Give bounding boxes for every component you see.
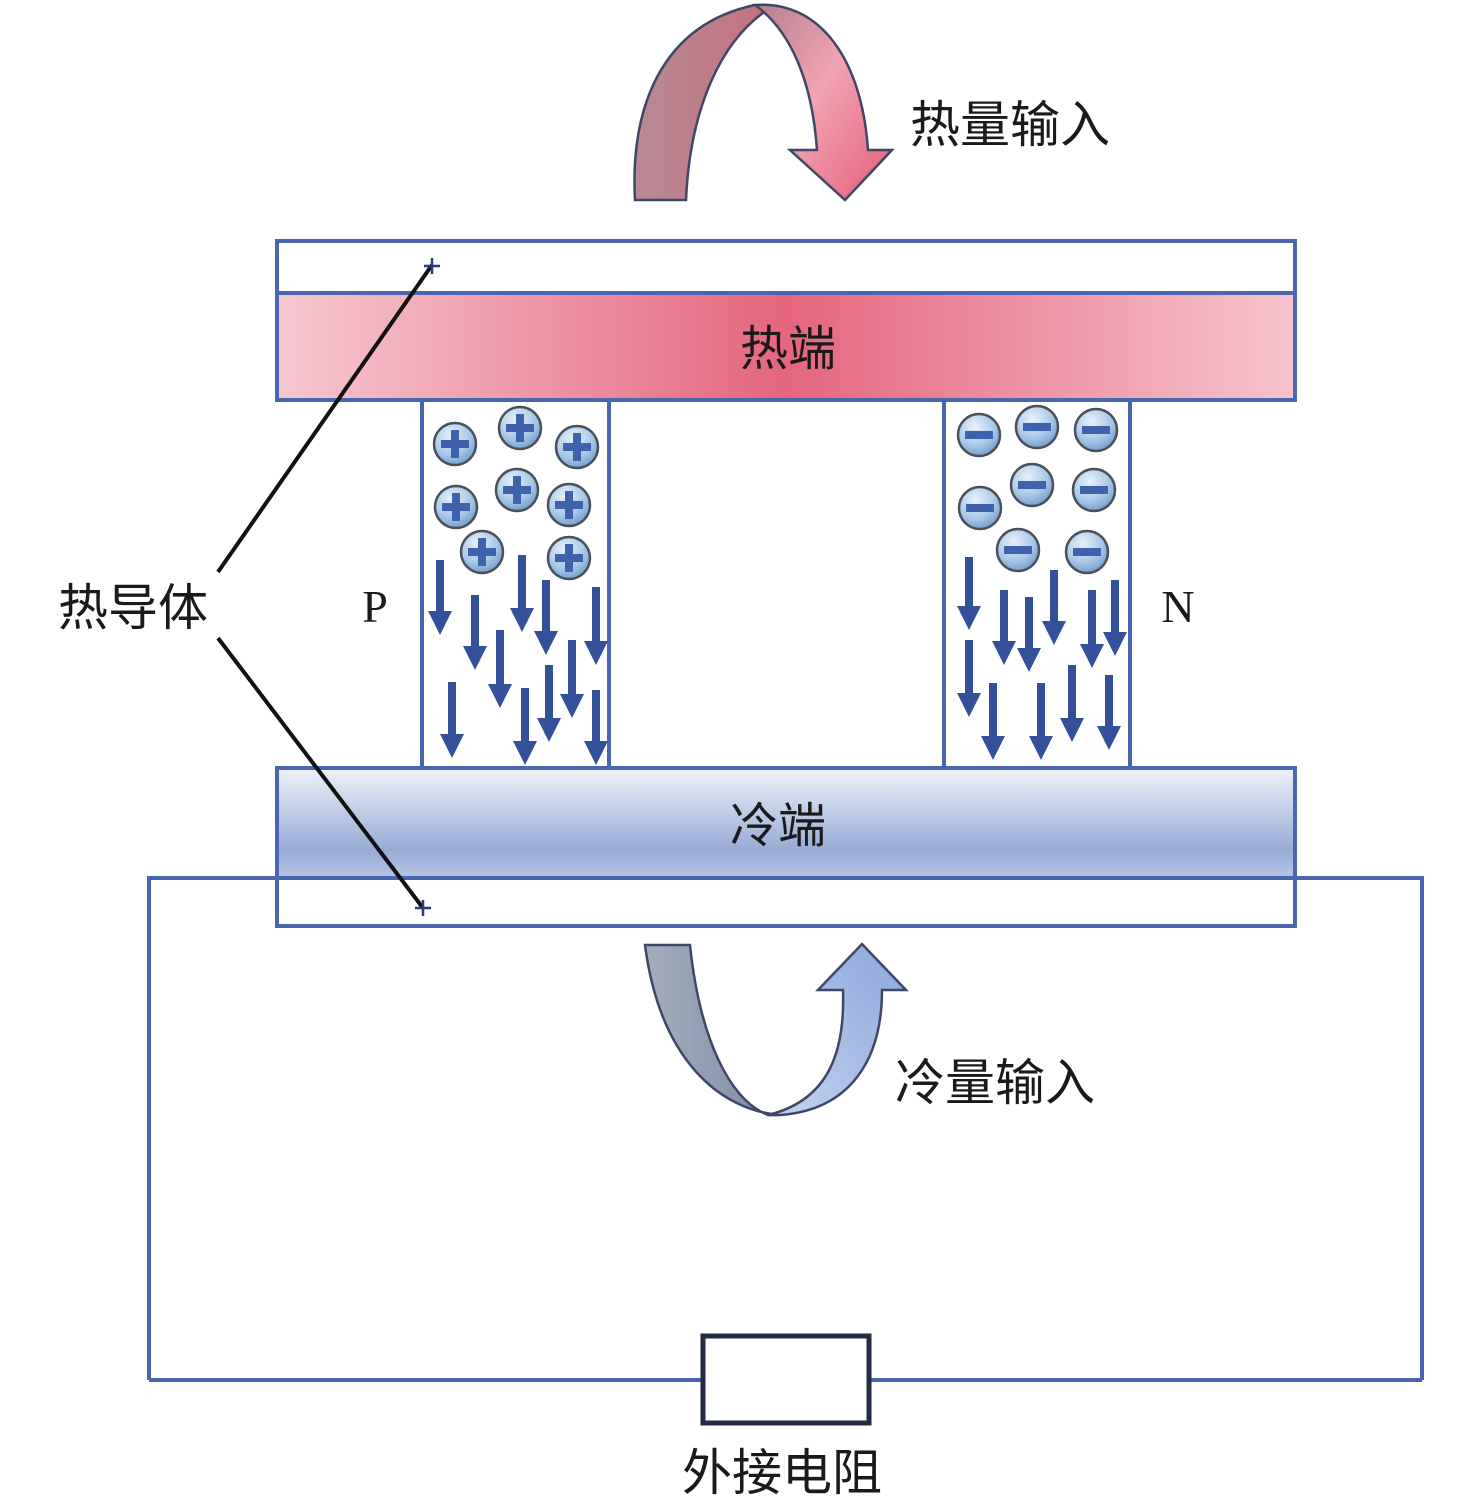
down-arrow-icon xyxy=(537,665,561,742)
down-arrow-icon xyxy=(1097,675,1121,750)
electron-carrier-icon xyxy=(957,485,1003,531)
down-arrow-icon xyxy=(584,587,608,665)
p-type-label: P xyxy=(362,581,388,632)
hot-side-plate xyxy=(275,291,1297,402)
hole-carrier-icon xyxy=(554,424,600,470)
electron-carrier-icon xyxy=(1071,467,1117,513)
electron-carrier-icon xyxy=(1073,407,1119,453)
hole-carrier-icon xyxy=(546,482,592,528)
cold-input-label: 冷量输入 xyxy=(895,1054,1095,1112)
external-resistor xyxy=(700,1333,872,1426)
cold-input-arrow-icon xyxy=(643,942,909,1117)
down-arrow-icon xyxy=(510,555,534,632)
hole-carrier-icon xyxy=(459,529,505,575)
hole-carrier-icon xyxy=(494,467,540,513)
electron-carrier-icon xyxy=(995,527,1041,573)
down-arrow-icon xyxy=(584,690,608,765)
p-leg-holes xyxy=(432,405,600,581)
down-arrow-icon xyxy=(992,590,1016,665)
n-type-label: N xyxy=(1161,581,1194,632)
down-arrow-icon xyxy=(488,630,512,708)
down-arrow-icon xyxy=(1029,683,1053,760)
down-arrow-icon xyxy=(1060,665,1084,742)
down-arrow-icon xyxy=(957,640,981,717)
external-resistor-label: 外接电阻 xyxy=(682,1444,882,1502)
electron-carrier-icon xyxy=(1009,462,1055,508)
down-arrow-icon xyxy=(513,688,537,765)
electron-carrier-icon xyxy=(1014,404,1060,450)
hot-side-label: 热端 xyxy=(740,321,836,377)
electron-carrier-icon xyxy=(1064,529,1110,575)
electron-carrier-icon xyxy=(956,412,1002,458)
down-arrow-icon xyxy=(534,580,558,655)
hole-carrier-icon xyxy=(433,484,479,530)
n-leg-electrons xyxy=(956,404,1119,575)
down-arrow-icon xyxy=(440,682,464,758)
heat-input-label: 热量输入 xyxy=(910,96,1110,154)
hole-carrier-icon xyxy=(546,535,592,581)
cold-side-plate xyxy=(275,766,1297,880)
external-circuit-wire xyxy=(147,876,1424,1380)
down-arrow-icon xyxy=(957,557,981,630)
down-arrow-icon xyxy=(1103,580,1127,656)
bottom-thermal-conductor-plate xyxy=(275,876,1297,928)
down-arrow-icon xyxy=(1017,597,1041,672)
cold-side-label: 冷端 xyxy=(730,798,826,854)
thermal-conductor-label: 热导体 xyxy=(58,579,208,637)
down-arrow-icon xyxy=(428,560,452,635)
down-arrow-icon xyxy=(1042,570,1066,645)
thermal-conductor-pointer xyxy=(216,258,440,916)
down-arrow-icon xyxy=(981,683,1005,760)
n-leg-flow-arrows xyxy=(957,557,1127,760)
heat-input-arrow-icon xyxy=(633,3,895,202)
p-leg-flow-arrows xyxy=(428,555,608,765)
hole-carrier-icon xyxy=(497,405,543,451)
down-arrow-icon xyxy=(560,640,584,718)
hole-carrier-icon xyxy=(432,421,478,467)
down-arrow-icon xyxy=(463,595,487,670)
down-arrow-icon xyxy=(1080,590,1104,668)
